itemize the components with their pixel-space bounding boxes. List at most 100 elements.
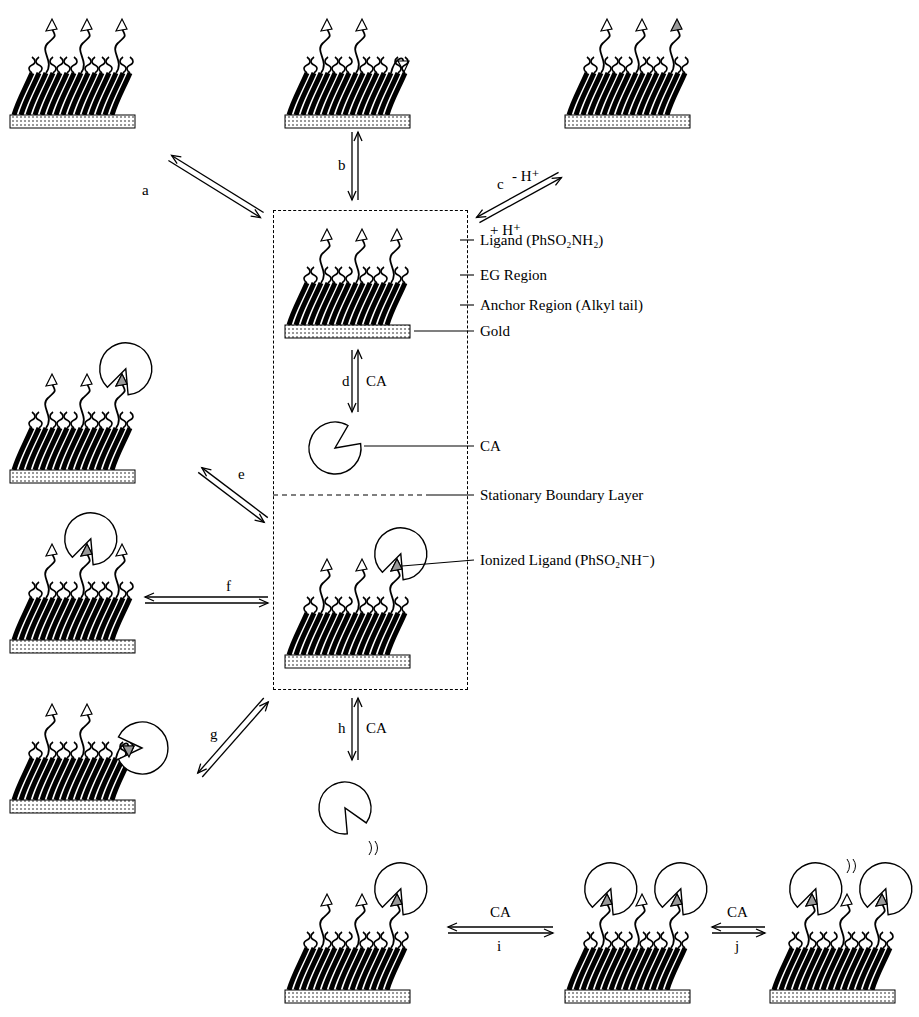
eg-chain [675, 57, 681, 73]
eg-chain [824, 932, 830, 948]
tether [115, 382, 125, 428]
eg-chain [311, 932, 317, 948]
tether [355, 237, 365, 283]
eg-chain [64, 412, 70, 428]
eg-chain [127, 582, 133, 598]
eg-chain [120, 582, 126, 598]
gold-substrate [285, 325, 410, 338]
eg-chain [339, 932, 345, 948]
leader-line [460, 304, 474, 305]
tether [840, 902, 850, 948]
arrow-head [756, 929, 765, 937]
ligand-triangle [636, 894, 647, 906]
arrow-head [477, 210, 487, 218]
equilibrium-arrow [448, 932, 553, 933]
eg-chain [99, 582, 105, 598]
eg-chain [29, 57, 35, 73]
eg-chain [304, 932, 310, 948]
eg-chain [64, 582, 70, 598]
eg-chain [395, 57, 401, 73]
step-letter: e [238, 466, 245, 482]
proton-label: - H⁺ [512, 168, 540, 184]
ligand-triangle [356, 559, 367, 571]
ligand-triangle [46, 374, 57, 386]
enzyme-shape [790, 863, 842, 915]
equilibrium-arrow [357, 350, 358, 412]
eg-chain [584, 932, 590, 948]
enzyme-label: CA [490, 904, 511, 920]
equilibrium-arrow [172, 155, 264, 212]
step-letter: i [497, 938, 501, 954]
gold-substrate [285, 990, 410, 1003]
arrow-head [348, 751, 356, 760]
alkyl-chain [112, 598, 130, 640]
arrow-head [251, 209, 261, 217]
equilibrium-arrow [357, 698, 358, 760]
alkyl-chain [387, 948, 405, 990]
eg-chain [367, 932, 373, 948]
ligand-triangle [46, 19, 57, 31]
eg-chain [675, 932, 681, 948]
alkyl-chain [667, 73, 685, 115]
part-label: EG Region [480, 267, 547, 283]
eg-chain [127, 412, 133, 428]
tether [320, 567, 330, 613]
gold-substrate [10, 640, 135, 653]
eg-chain [29, 412, 35, 428]
eg-chain [346, 932, 352, 948]
enzyme-shape [309, 422, 361, 474]
eg-chain [29, 742, 35, 758]
step-letter: c [497, 176, 504, 192]
ligand-triangle [81, 704, 92, 716]
eg-chain [402, 267, 408, 283]
eg-chain [880, 932, 886, 948]
ligand-triangle [321, 229, 332, 241]
tether [635, 27, 645, 73]
ionized-ligand [81, 544, 92, 556]
equilibrium-arrow [202, 468, 268, 518]
eg-chain [311, 267, 317, 283]
gold-substrate [285, 115, 410, 128]
arrow-head [354, 350, 362, 359]
gold-substrate [565, 990, 690, 1003]
eg-chain [92, 582, 98, 598]
tether [390, 237, 400, 283]
gold-substrate [10, 470, 135, 483]
eg-chain [346, 597, 352, 613]
enzyme-shape [375, 863, 427, 915]
arrow-head [354, 132, 362, 141]
gold-substrate [770, 990, 895, 1003]
eg-chain [831, 932, 837, 948]
tether [80, 27, 90, 73]
tether [45, 712, 55, 758]
eg-chain [381, 597, 387, 613]
eg-chain [36, 412, 42, 428]
eg-chain [92, 57, 98, 73]
tether [80, 712, 90, 758]
enzyme-shape [100, 343, 152, 395]
eg-chain [106, 742, 112, 758]
repulsion-mark [847, 859, 850, 873]
enzyme-shape [118, 722, 168, 774]
equilibrium-arrow [479, 178, 561, 223]
eg-chain [50, 412, 56, 428]
repulsion-mark [853, 859, 856, 873]
eg-chain [374, 932, 380, 948]
eg-chain [127, 57, 133, 73]
tether [805, 902, 815, 948]
eg-chain [619, 932, 625, 948]
ligand-triangle [46, 544, 57, 556]
part-label: CA [480, 438, 501, 454]
tether [320, 237, 330, 283]
tether [355, 27, 365, 73]
arrow-head [448, 923, 457, 931]
enzyme-shape [319, 782, 371, 834]
equilibrium-arrow [168, 161, 260, 218]
eg-chain [325, 597, 331, 613]
eg-chain [325, 267, 331, 283]
eg-chain [374, 267, 380, 283]
eg-chain [591, 57, 597, 73]
state-box: dCA [273, 210, 468, 690]
eg-chain [402, 597, 408, 613]
eg-chain [339, 57, 345, 73]
